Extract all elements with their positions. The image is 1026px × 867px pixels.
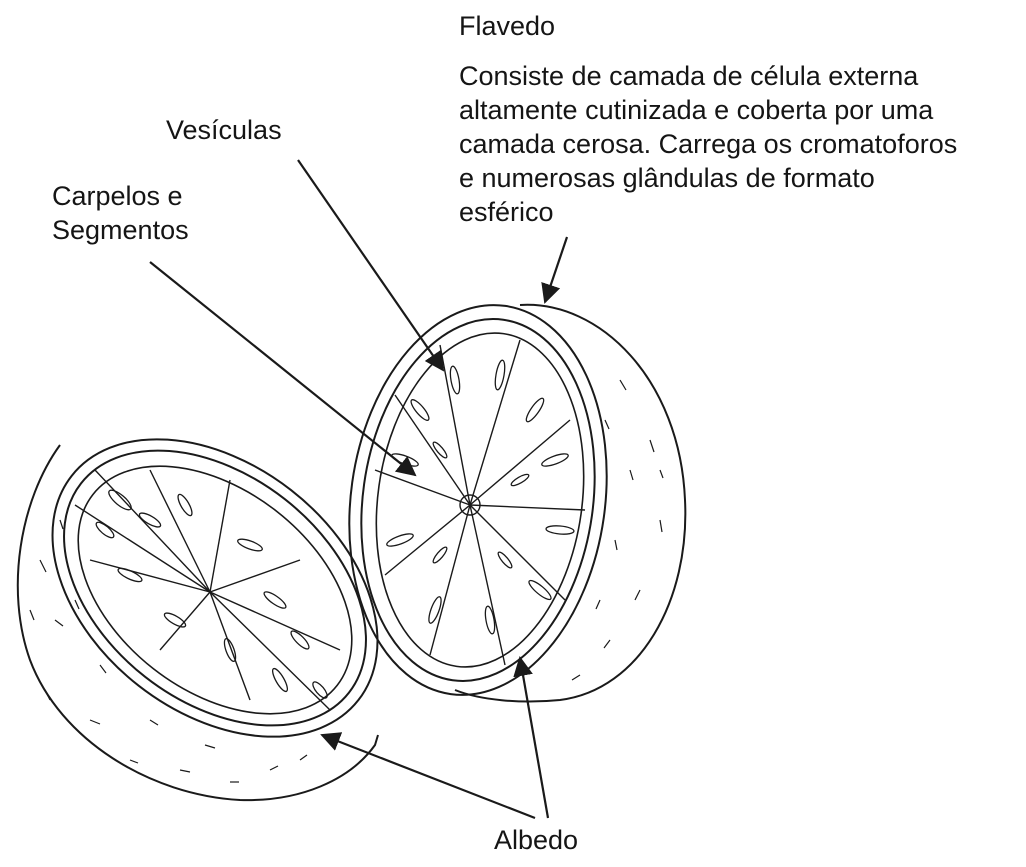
flavedo-description-line: esférico xyxy=(459,195,957,229)
right-segments-outline xyxy=(356,319,605,680)
arrow-albedo-right xyxy=(520,658,548,818)
label-vesiculas: Vesículas xyxy=(166,113,282,147)
carpelos-line: Segmentos xyxy=(52,213,189,247)
callout-arrows xyxy=(150,160,567,818)
carpelos-line: Carpelos e xyxy=(52,179,189,213)
arrow-albedo-left xyxy=(322,735,535,818)
arrow-vesiculas xyxy=(298,160,443,370)
label-albedo: Albedo xyxy=(494,823,578,857)
flavedo-description-line: altamente cutinizada e coberta por uma xyxy=(459,93,957,127)
arrow-flavedo xyxy=(545,237,567,302)
right-peel-outline xyxy=(455,305,685,702)
right-peel-texture xyxy=(572,380,663,680)
flavedo-description-line: Consiste de camada de célula externa xyxy=(459,59,957,93)
label-flavedo: Flavedo xyxy=(459,9,555,43)
right-orange-half xyxy=(325,288,685,712)
left-segment-lines xyxy=(75,470,340,710)
label-flavedo-description: Consiste de camada de célula externa alt… xyxy=(459,59,957,229)
flavedo-description-line: e numerosas glândulas de formato xyxy=(459,161,957,195)
flavedo-description-line: camada cerosa. Carrega os cromatoforos xyxy=(459,127,957,161)
label-carpelos-segmentos: Carpelos e Segmentos xyxy=(52,179,189,247)
left-peel-texture xyxy=(30,520,307,782)
